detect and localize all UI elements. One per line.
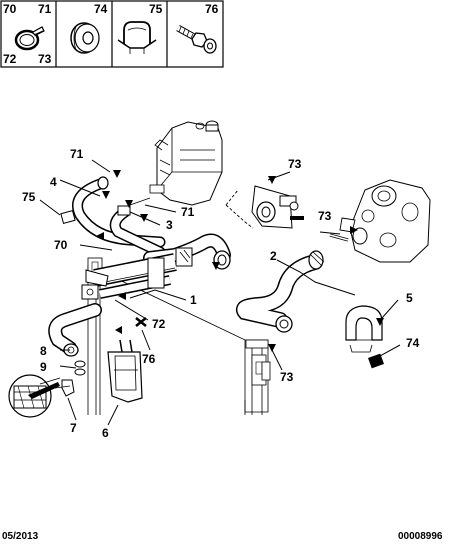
engine-block [329, 179, 431, 263]
cross-mark-72 [135, 317, 147, 327]
callout-2: 2 [270, 249, 277, 263]
arrow-marker [115, 326, 122, 334]
callout-70: 70 [54, 238, 68, 252]
rubber-grommet-icon [70, 22, 100, 54]
arrow-marker [113, 170, 121, 178]
legend-label-71: 71 [38, 2, 52, 16]
radiator [87, 257, 271, 415]
arrow-markers [96, 170, 384, 352]
hose-clamp-icon [14, 26, 45, 51]
legend-label-72: 72 [3, 52, 17, 66]
clip-70 [85, 269, 109, 287]
legend-label-70: 70 [3, 2, 17, 16]
part-75 [60, 210, 76, 224]
arrow-marker [268, 176, 276, 184]
callout-73: 73 [288, 157, 302, 171]
left-outlet-hose [48, 303, 102, 357]
callout-3: 3 [166, 218, 173, 232]
pointer-blade [28, 382, 60, 399]
thermostat-housing [225, 185, 304, 229]
arrow-marker [350, 226, 358, 234]
hose-3 [109, 197, 166, 258]
hose-1 [143, 233, 231, 270]
arrow-marker [268, 344, 276, 352]
footer-reference: 00008996 [398, 531, 443, 542]
callout-1: 1 [190, 293, 197, 307]
callout-73: 73 [318, 209, 332, 223]
arrow-marker [96, 232, 104, 240]
callouts: 71 4 75 70 3 71 1 72 76 8 9 7 6 73 73 2 … [22, 147, 420, 440]
drain-plug [54, 360, 86, 397]
part-5 [345, 305, 383, 353]
callout-5: 5 [406, 291, 413, 305]
leader-lines [39, 159, 401, 426]
bracket-6 [107, 339, 143, 403]
legend-label-76: 76 [205, 2, 219, 16]
callout-9: 9 [40, 360, 47, 374]
footer-date: 05/2013 [2, 531, 39, 542]
arrow-marker [102, 191, 110, 199]
legend-label-74: 74 [94, 2, 108, 16]
hose-4 [72, 176, 166, 248]
callout-72: 72 [152, 317, 166, 331]
hose-clip-icon [117, 21, 157, 54]
hose-2 [236, 250, 325, 333]
arrow-marker [212, 262, 220, 270]
pipe-assembly [81, 253, 177, 300]
callout-74: 74 [406, 336, 420, 350]
arrow-marker [376, 318, 384, 326]
arrow-marker [140, 214, 148, 222]
expansion-tank [149, 120, 223, 206]
callout-7: 7 [70, 421, 77, 435]
part-74 [368, 353, 384, 369]
arrow-marker [118, 292, 126, 300]
callout-6: 6 [102, 426, 109, 440]
arrow-marker [125, 200, 133, 208]
bolt-washer-icon [176, 24, 217, 54]
callout-76: 76 [142, 352, 156, 366]
callout-75: 75 [22, 190, 36, 204]
legend-label-73: 73 [38, 52, 52, 66]
callout-71: 71 [70, 147, 84, 161]
callout-71: 71 [181, 205, 195, 219]
legend-box: 70 71 72 73 74 75 76 [0, 0, 224, 68]
callout-73: 73 [280, 370, 294, 384]
legend-label-75: 75 [149, 2, 163, 16]
callout-4: 4 [50, 175, 57, 189]
callout-8: 8 [40, 344, 47, 358]
